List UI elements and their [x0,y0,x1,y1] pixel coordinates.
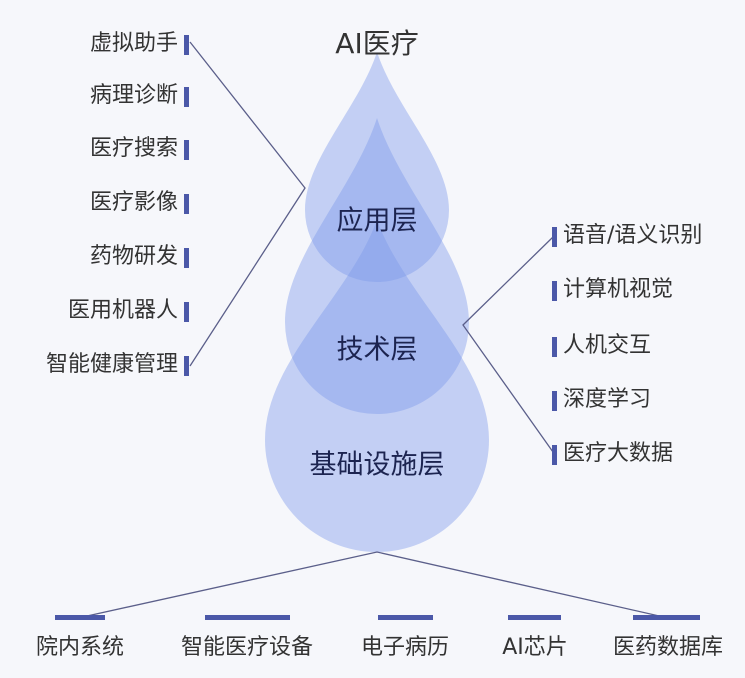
tech-item-marker [552,337,557,357]
app-item-marker [184,356,189,376]
app-item-marker [184,140,189,160]
tech-item-label: 语音/语义识别 [563,223,703,248]
tech-connector [462,236,554,453]
tech-item-marker [552,281,557,301]
infra-item-marker [205,615,290,620]
tech-item-marker [552,445,557,465]
app-item-label: 医疗影像 [89,190,178,215]
infra-item-marker [55,615,105,620]
app-item-marker [184,302,189,322]
tech-layer-label: 技术层 [336,334,418,366]
app-item-label: 医用机器人 [67,298,178,323]
tech-item-label: 计算机视觉 [563,277,674,302]
diagram-title: AI医疗 [335,27,419,60]
tech-item-marker [552,227,557,247]
tech-item-marker [552,391,557,411]
infra-connector [77,551,669,619]
app-item-label: 医疗搜索 [89,136,178,161]
infra-layer-label: 基础设施层 [309,449,445,481]
app-item-marker [184,87,189,107]
app-item-label: 智能健康管理 [45,352,178,377]
infra-item-label: 医药数据库 [612,635,724,660]
tech-item-label: 人机交互 [563,333,652,358]
app-item-marker [184,248,189,268]
app-item-marker [184,194,189,214]
infra-item-label: 院内系统 [35,635,125,660]
app-layer-label: 应用层 [336,205,418,237]
infra-item-marker [508,615,561,620]
infra-item-label: 智能医疗设备 [180,635,314,660]
tech-item-label: 医疗大数据 [563,441,674,466]
app-item-marker [184,35,189,55]
tech-drop [284,118,469,415]
app-drop [305,52,449,282]
infra-item-label: AI芯片 [502,635,568,660]
infra-item-marker [378,615,433,620]
infra-drop [265,220,489,552]
infra-item-label: 电子病历 [360,635,450,660]
app-item-label: 药物研发 [89,244,178,269]
app-item-label: 病理诊断 [89,83,178,108]
infra-item-marker [633,615,700,620]
app-item-label: 虚拟助手 [89,31,178,56]
app-connector [189,41,306,367]
tech-item-label: 深度学习 [563,387,652,412]
